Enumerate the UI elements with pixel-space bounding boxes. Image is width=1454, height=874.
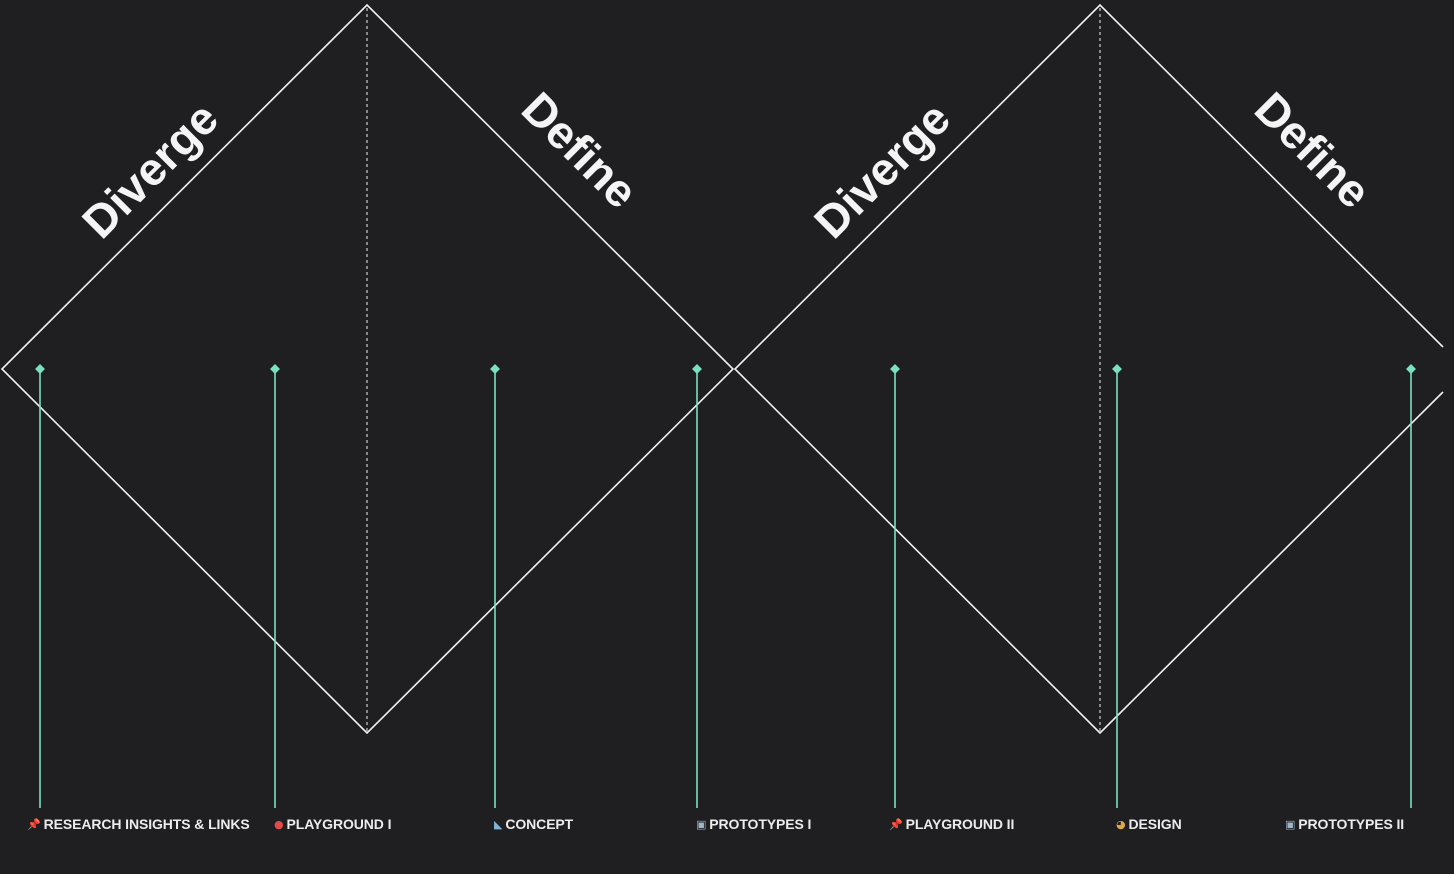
round-pushpin-icon: ●	[274, 817, 284, 831]
milestone-prototypes-1[interactable]: ▣ PROTOTYPES I	[696, 814, 811, 834]
milestone-line-3	[490, 364, 500, 808]
milestone-concept[interactable]: ◣ CONCEPT	[494, 814, 573, 834]
milestone-label-text: PROTOTYPES II	[1298, 816, 1405, 832]
milestone-label-text: RESEARCH INSIGHTS & LINKS	[43, 816, 250, 832]
phase-label-diverge-2: Diverge	[804, 92, 960, 248]
milestone-design[interactable]: ◕ DESIGN	[1116, 814, 1182, 834]
milestone-line-4	[692, 364, 702, 808]
diamond-outline-2	[733, 3, 1444, 735]
milestone-line-6	[1112, 364, 1122, 808]
milestone-line-7	[1406, 364, 1416, 808]
robot-icon: ▣	[1285, 817, 1296, 831]
triangular-ruler-icon: ◣	[494, 817, 503, 831]
milestone-label-text: PROTOTYPES I	[709, 816, 812, 832]
milestone-playground-2[interactable]: 📌 PLAYGROUND II	[889, 814, 1014, 834]
milestone-label-text: CONCEPT	[505, 816, 574, 832]
pushpin-icon: 📌	[889, 817, 903, 831]
milestone-label-text: DESIGN	[1128, 816, 1182, 832]
phase-label-define-1: Define	[512, 82, 648, 218]
milestone-playground-1[interactable]: ● PLAYGROUND I	[274, 814, 391, 834]
diamond-outline-1	[0, 3, 735, 735]
milestone-prototypes-2[interactable]: ▣ PROTOTYPES II	[1285, 814, 1404, 834]
robot-icon: ▣	[696, 817, 707, 831]
milestone-line-5	[890, 364, 900, 808]
palette-icon: ◕	[1116, 817, 1126, 831]
milestone-label-text: PLAYGROUND I	[286, 816, 392, 832]
milestone-research-insights[interactable]: 📌 RESEARCH INSIGHTS & LINKS	[27, 814, 250, 834]
milestone-label-text: PLAYGROUND II	[905, 816, 1015, 832]
milestone-line-1	[35, 364, 45, 808]
pushpin-icon: 📌	[27, 817, 41, 831]
phase-label-define-2: Define	[1245, 82, 1381, 218]
milestone-line-2	[270, 364, 280, 808]
phase-label-diverge-1: Diverge	[72, 92, 228, 248]
